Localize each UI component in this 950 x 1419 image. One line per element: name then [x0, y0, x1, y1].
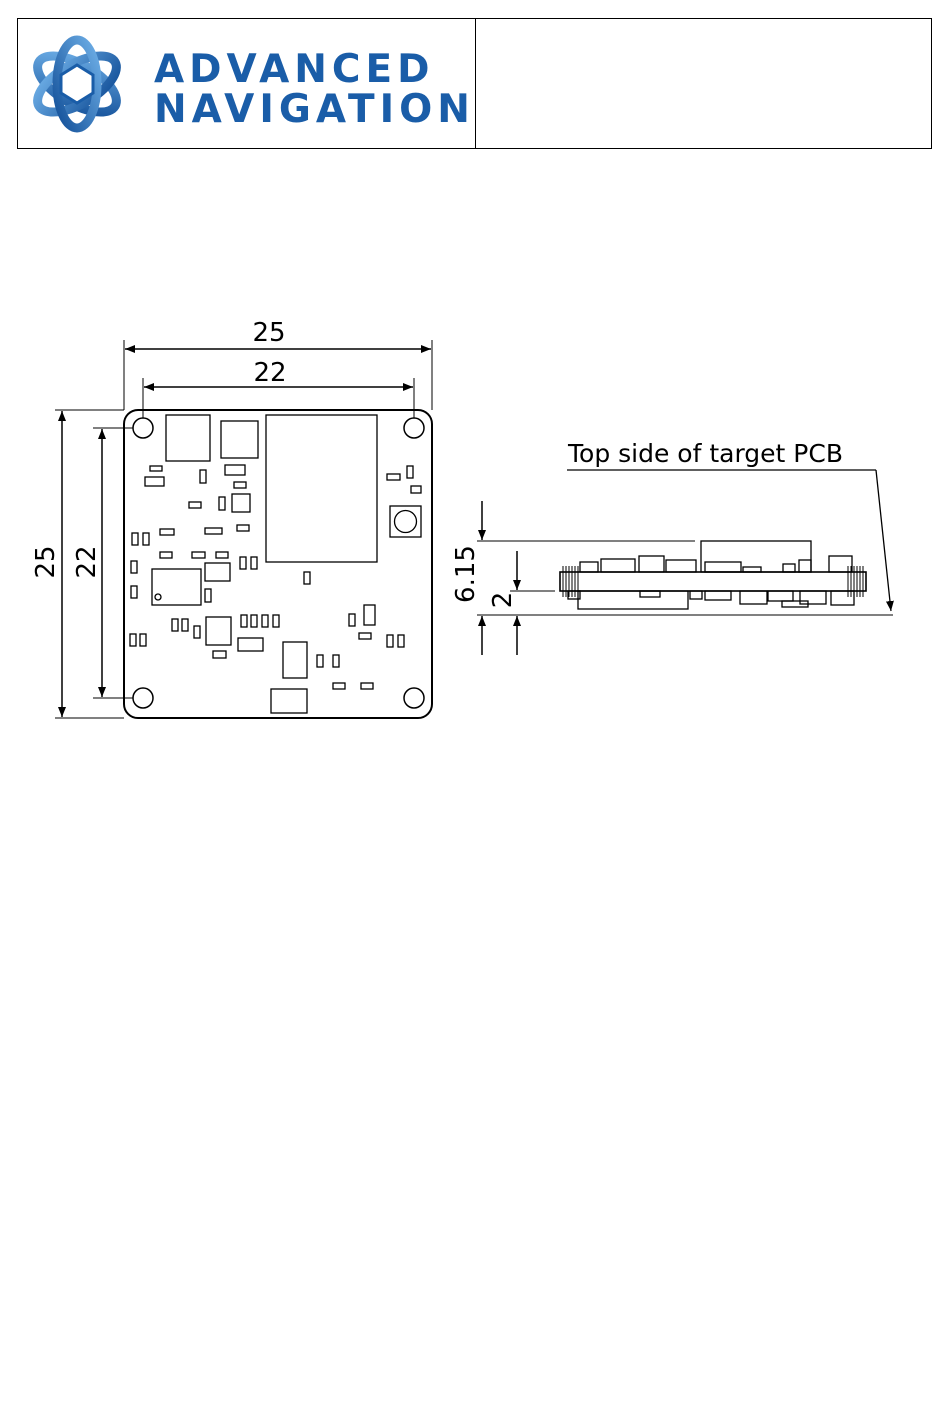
mounting-hole: [133, 418, 153, 438]
top-side-components: [580, 541, 852, 572]
dim-height-standoff: 2: [488, 592, 518, 609]
extension-lines: [55, 340, 432, 718]
side-view: [477, 470, 893, 655]
dim-height-holes: 22: [72, 545, 102, 578]
target-pcb-note: Top side of target PCB: [567, 439, 843, 468]
board-components: [130, 415, 421, 713]
dim-height-total: 6.15: [451, 545, 481, 603]
mounting-hole: [404, 418, 424, 438]
edge-castellations: [563, 566, 863, 597]
bottom-side-components: [568, 591, 854, 609]
mounting-hole: [404, 688, 424, 708]
dimension-lines: [62, 349, 431, 717]
top-view: [55, 340, 432, 718]
mounting-hole: [133, 688, 153, 708]
dim-width-holes: 22: [253, 358, 286, 388]
dim-width-overall: 25: [252, 318, 285, 348]
module-pcb-side: [560, 572, 866, 591]
board-outline: [124, 410, 432, 718]
side-dimension-lines: [482, 501, 517, 655]
dim-height-overall: 25: [31, 545, 61, 578]
